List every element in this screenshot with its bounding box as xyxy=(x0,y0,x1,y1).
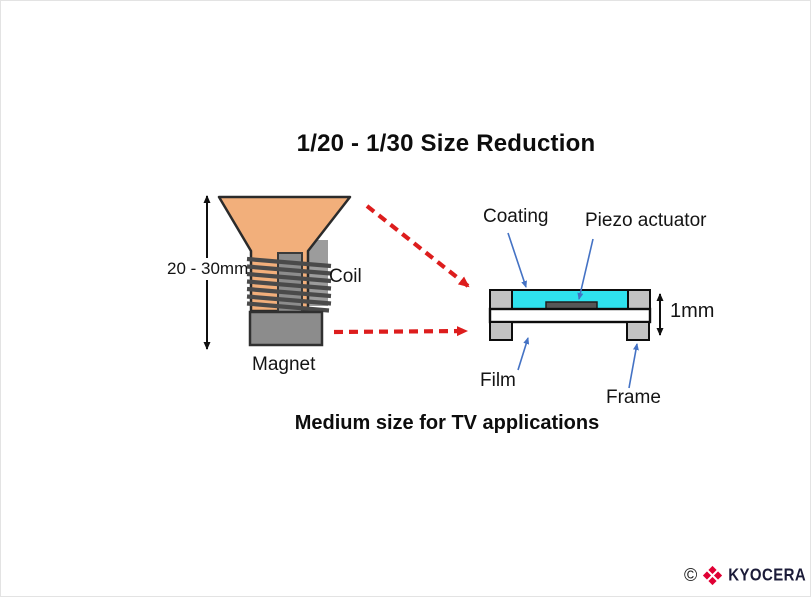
frame-label: Frame xyxy=(606,387,661,408)
slide-title: 1/20 - 1/30 Size Reduction xyxy=(296,130,596,157)
coating-label: Coating xyxy=(483,206,549,227)
film-layer xyxy=(488,307,652,324)
frame-block-bottom-right xyxy=(626,321,650,341)
kyocera-logo-icon xyxy=(703,565,723,585)
slide-caption: Medium size for TV applications xyxy=(294,412,600,434)
coil-stripes xyxy=(246,256,332,313)
kyocera-wordmark: KYOCERA xyxy=(728,565,807,585)
frame-block-top-right xyxy=(627,289,651,310)
footer-brand-area: © KYOCERA xyxy=(684,562,806,588)
size-reduction-arrows xyxy=(333,204,470,337)
size-reduction-arrow-top xyxy=(365,204,470,288)
coil-label: Coil xyxy=(329,266,362,287)
film-label: Film xyxy=(480,370,516,391)
frame-block-bottom-left xyxy=(489,321,513,341)
piezo-actuator-label: Piezo actuator xyxy=(585,210,707,231)
frame-block-top-left xyxy=(489,289,513,310)
magnet-label: Magnet xyxy=(252,354,316,375)
frame-pointer-line xyxy=(628,343,639,389)
film-pointer-line xyxy=(517,337,530,371)
magnet-shape xyxy=(248,310,324,347)
speaker-height-dimension-label: 20 - 30mm xyxy=(167,258,249,280)
speaker-diagram xyxy=(203,195,352,350)
thickness-dimension-label: 1mm xyxy=(670,300,715,322)
copyright-mark: © xyxy=(684,565,698,585)
piezo-device xyxy=(488,289,664,341)
size-reduction-arrow-bottom xyxy=(333,326,468,337)
coating-pointer-line xyxy=(507,232,527,288)
piezo-actuator-pointer-line xyxy=(577,238,594,300)
annotation-pointers xyxy=(507,232,639,389)
